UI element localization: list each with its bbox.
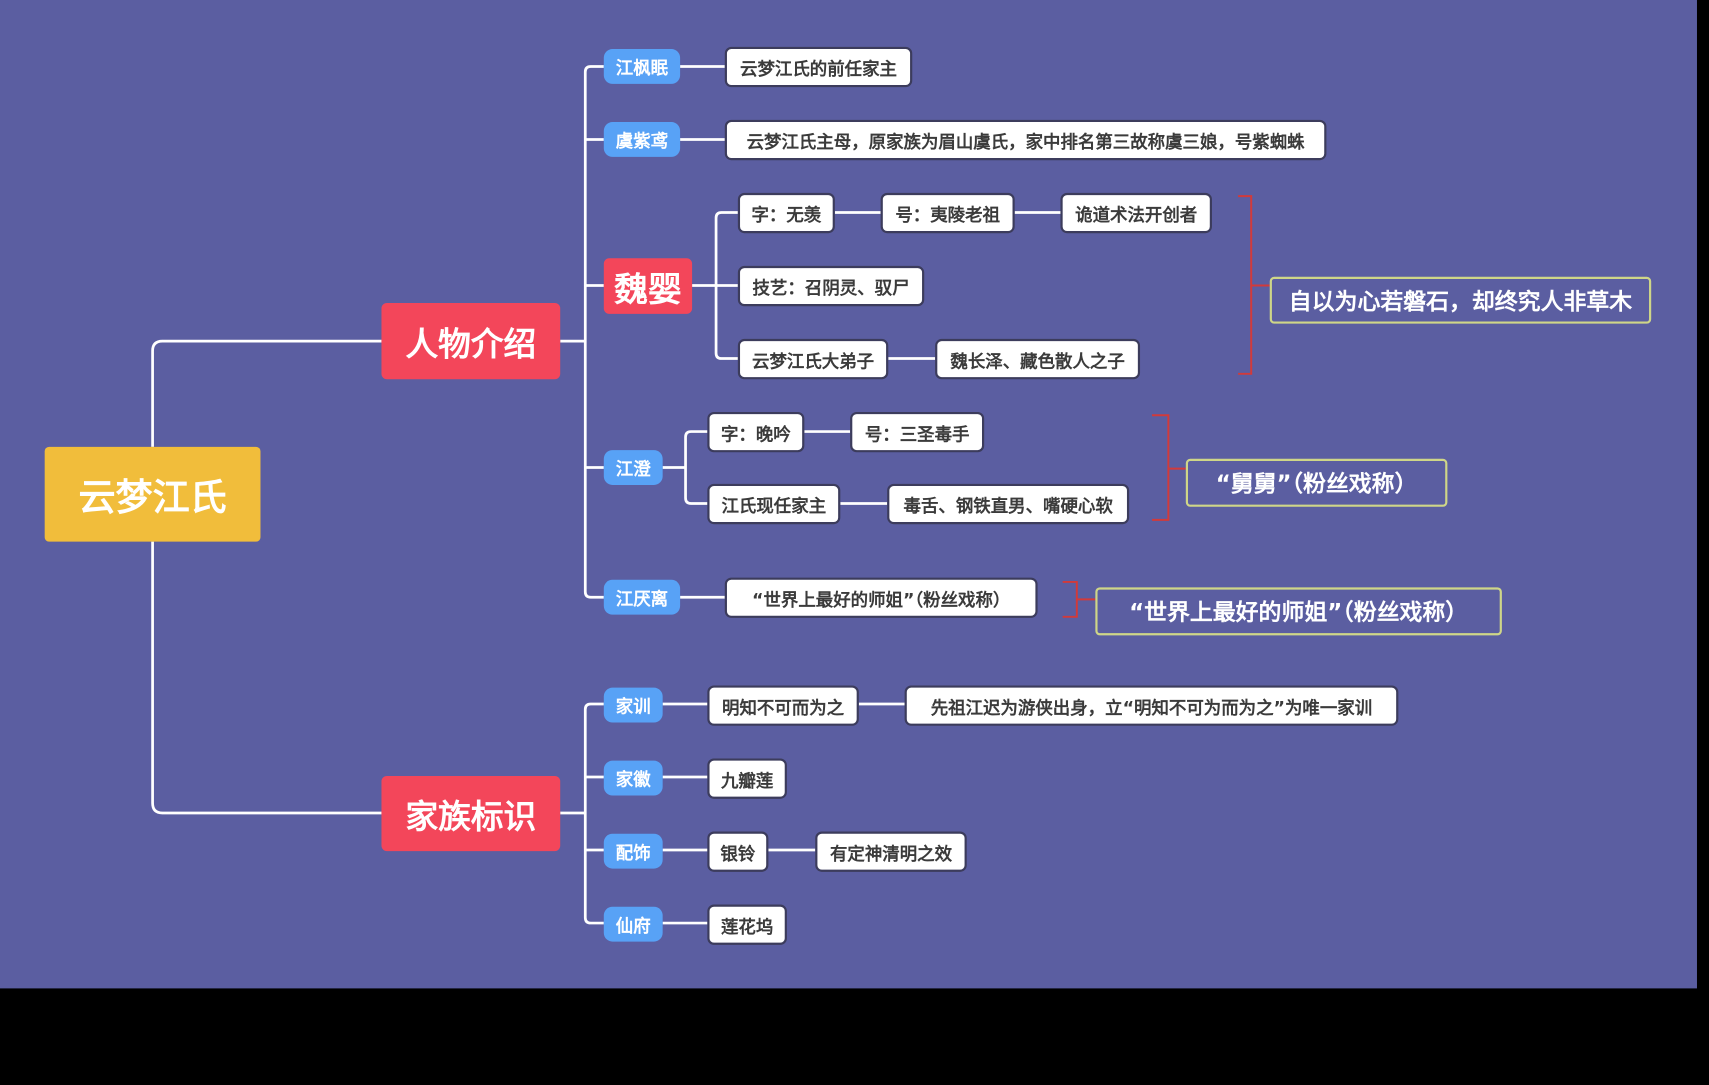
- wei-ying-summary[interactable]: 自以为心若磐石，却终究人非草木: [1269, 276, 1652, 324]
- residence-value[interactable]: 莲花坞: [707, 904, 787, 945]
- jiang-cheng-zi[interactable]: 字：晚吟: [707, 411, 805, 453]
- wei-ying-disciple[interactable]: 云梦江氏大弟子: [737, 338, 889, 380]
- connector-root-people: [151, 339, 382, 447]
- connector-identity-spine: [560, 702, 604, 925]
- accessory-desc[interactable]: 有定神清明之效: [815, 831, 967, 872]
- accessory-value[interactable]: 银铃: [707, 831, 769, 872]
- yu-ziyuan-desc[interactable]: 云梦江氏主母，原家族为眉山虞氏，家中排名第三故称虞三娘，号紫蜘蛛: [724, 119, 1327, 161]
- identity-emblem[interactable]: 家徽: [603, 760, 663, 796]
- identity-motto[interactable]: 家训: [603, 687, 663, 723]
- wei-ying-founder[interactable]: 诡道术法开创者: [1060, 192, 1212, 234]
- bracket-wei: [1238, 195, 1270, 375]
- jiang-yanli-summary[interactable]: “世界上最好的师姐”（粉丝戏称）: [1095, 587, 1502, 636]
- bracket-jiangcheng: [1152, 414, 1186, 521]
- jiang-cheng-hao[interactable]: 号：三圣毒手: [850, 411, 985, 453]
- person-jiang-cheng[interactable]: 江澄: [603, 450, 663, 485]
- wei-ying-skills[interactable]: 技艺：召阴灵、驭尸: [737, 265, 925, 307]
- person-wei-ying[interactable]: 魏婴: [603, 258, 693, 314]
- wei-ying-zi[interactable]: 字：无羡: [737, 192, 835, 234]
- motto-desc[interactable]: 先祖江迟为游侠出身，立“明知不可为而为之”为唯一家训: [904, 685, 1399, 726]
- emblem-value[interactable]: 九瓣莲: [707, 758, 787, 799]
- connector-jc-spine: [662, 430, 708, 505]
- wei-ying-parents[interactable]: 魏长泽、藏色散人之子: [935, 338, 1141, 380]
- connector-people-spine: [560, 65, 604, 599]
- root-node[interactable]: 云梦江氏: [44, 446, 261, 542]
- bottom-edge: [0, 988, 1697, 997]
- branch-identity[interactable]: 家族标识: [381, 775, 561, 852]
- bracket-jyl: [1062, 580, 1096, 618]
- person-yu-ziyuan[interactable]: 虞紫鸢: [603, 122, 681, 157]
- identity-accessory[interactable]: 配饰: [603, 833, 663, 869]
- jiang-yanli-desc[interactable]: “世界上最好的师姐”（粉丝戏称）: [724, 577, 1038, 618]
- connector-wei-spine: [692, 211, 738, 360]
- wei-ying-hao[interactable]: 号：夷陵老祖: [880, 192, 1015, 234]
- person-jiang-yanli[interactable]: 江厌离: [603, 579, 681, 615]
- jiang-cheng-traits[interactable]: 毒舌、钢铁直男、嘴硬心软: [887, 483, 1130, 525]
- jiang-cheng-role[interactable]: 江氏现任家主: [707, 483, 841, 525]
- connector-lines: [151, 65, 1270, 925]
- motto-value[interactable]: 明知不可而为之: [707, 685, 859, 726]
- person-jiang-fengmian[interactable]: 江枫眠: [603, 49, 681, 84]
- jiang-fengmian-desc[interactable]: 云梦江氏的前任家主: [724, 46, 913, 88]
- identity-residence[interactable]: 仙府: [603, 906, 663, 942]
- connector-root-identity: [151, 541, 382, 815]
- jiang-cheng-summary[interactable]: “舅舅”（粉丝戏称）: [1185, 458, 1448, 507]
- branch-people[interactable]: 人物介绍: [381, 302, 561, 380]
